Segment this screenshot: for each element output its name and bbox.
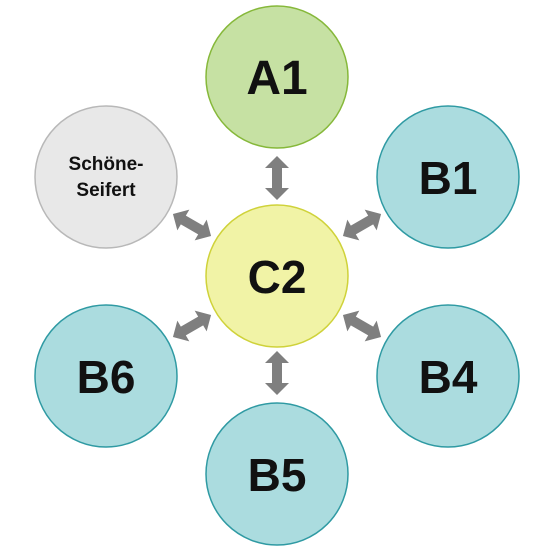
arrow-center-bottom-right xyxy=(342,310,382,342)
node-b1-circle xyxy=(376,105,520,249)
node-b5: B5 xyxy=(205,402,349,546)
node-c2-label: C2 xyxy=(248,251,307,303)
node-c2: C2 xyxy=(205,204,349,348)
node-b1: B1 xyxy=(376,105,520,249)
arrow-center-top-left xyxy=(172,209,212,241)
node-c2-circle xyxy=(205,204,349,348)
node-b6-circle xyxy=(34,304,178,448)
arrow-center-bottom xyxy=(265,351,289,395)
arrow-center-top xyxy=(265,156,289,200)
node-a1-label: A1 xyxy=(246,52,307,105)
node-b1-label: B1 xyxy=(419,152,478,204)
arrow-center-bottom-left xyxy=(172,310,212,342)
node-b5-circle xyxy=(205,402,349,546)
node-b6-label: B6 xyxy=(77,351,136,403)
node-schoene-seifert-label-line2: Seifert xyxy=(76,180,136,201)
node-schoene-seifert-circle xyxy=(34,105,178,249)
node-a1-circle xyxy=(205,5,349,149)
node-b6: B6 xyxy=(34,304,178,448)
node-b5-label: B5 xyxy=(248,449,307,501)
node-b4-label: B4 xyxy=(419,351,478,403)
node-b4-circle xyxy=(376,304,520,448)
connector-arrows xyxy=(172,156,382,395)
node-a1: A1 xyxy=(205,5,349,149)
node-schoene-seifert: Schöne- Seifert xyxy=(34,105,178,249)
arrow-center-top-right xyxy=(342,209,382,241)
node-b4: B4 xyxy=(376,304,520,448)
node-schoene-seifert-label-line1: Schöne- xyxy=(69,154,144,175)
